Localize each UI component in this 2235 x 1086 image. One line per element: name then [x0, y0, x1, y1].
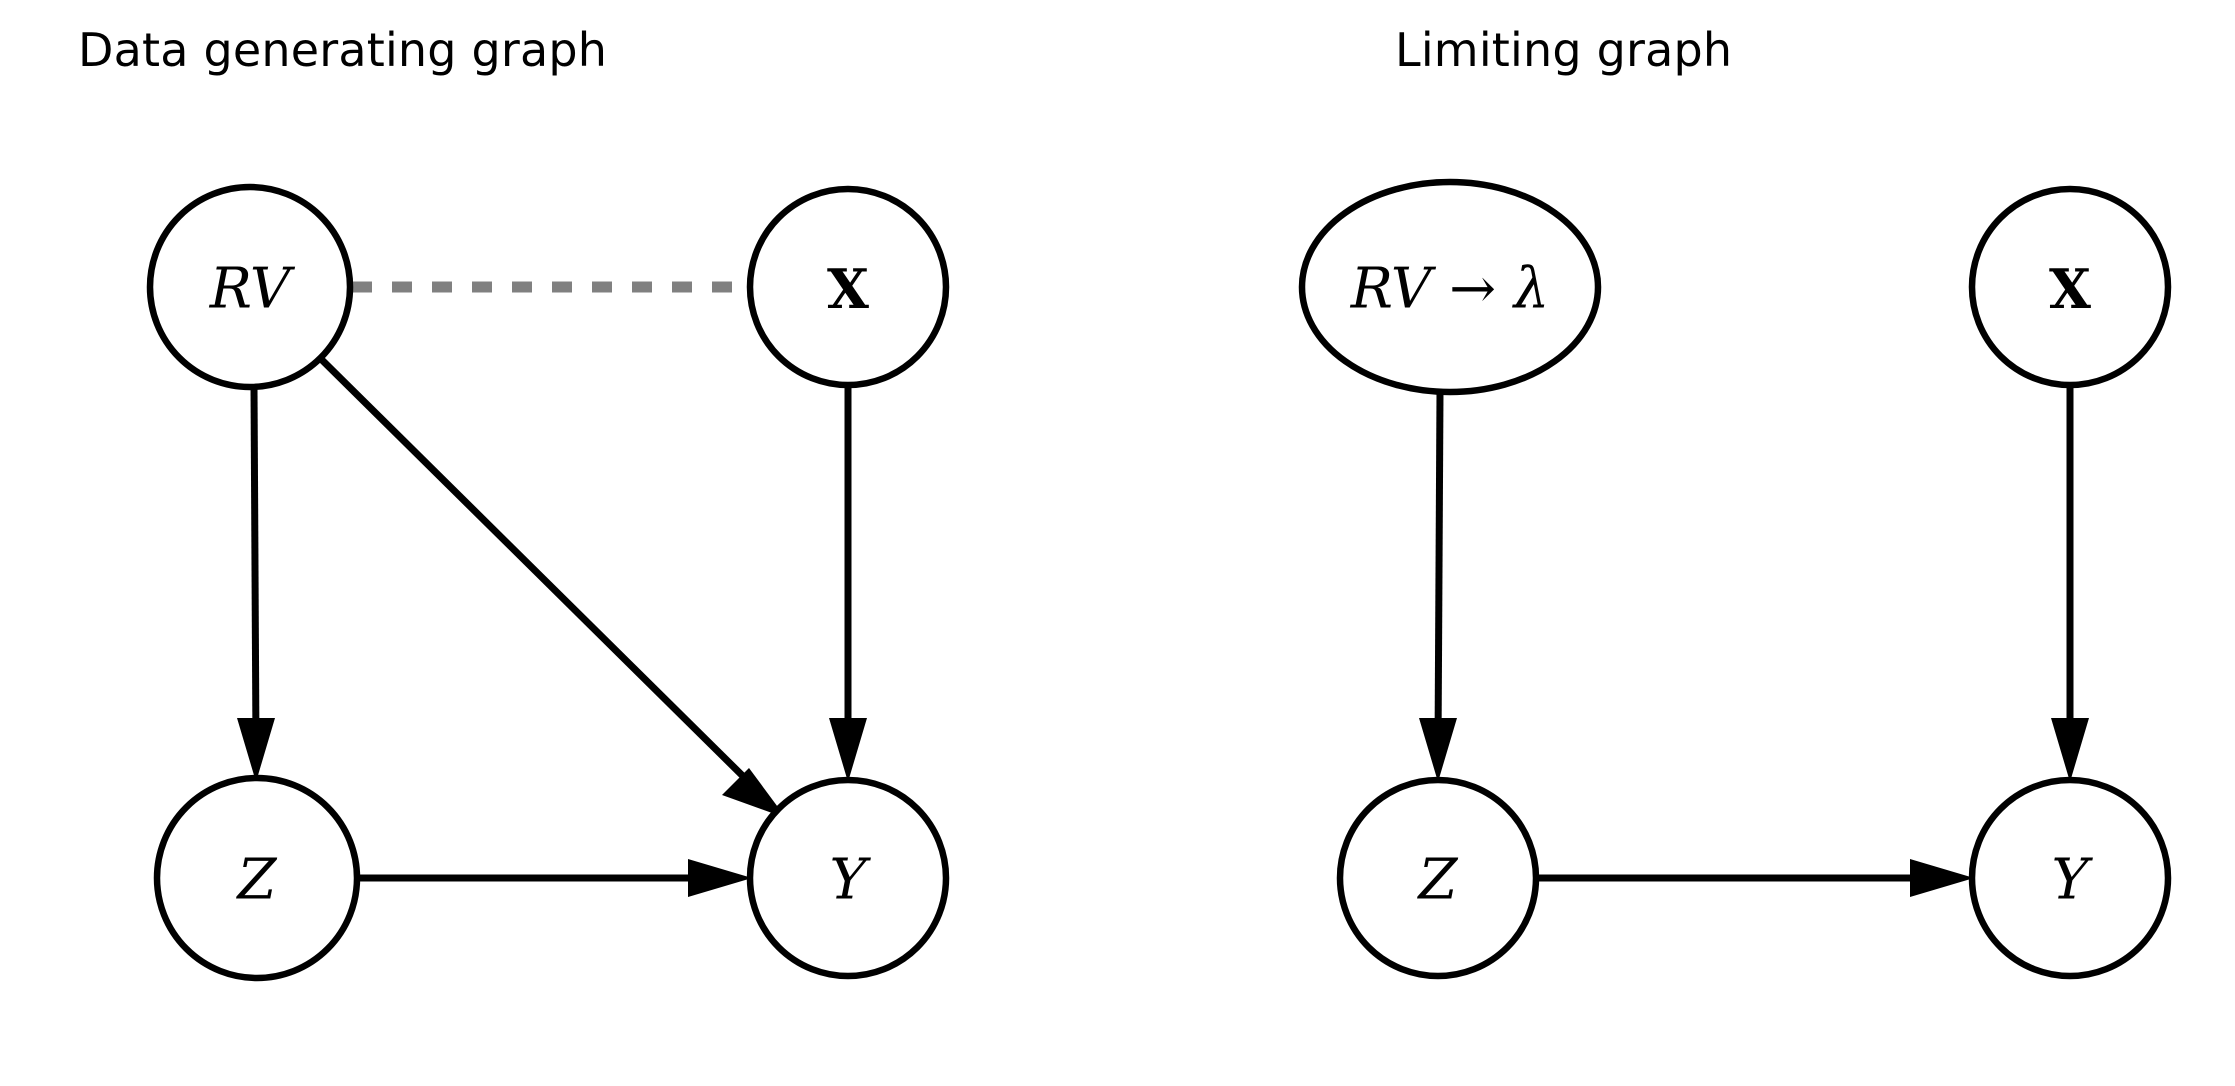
node-y-right-label: Y [2052, 848, 2094, 913]
node-x[interactable]: X [746, 185, 950, 389]
node-y-label: Y [830, 848, 872, 913]
arrowhead-x-to-y-right [2051, 718, 2089, 782]
node-z-right-label: Z [1417, 848, 1459, 913]
node-rv-lambda-ellipse[interactable] [1298, 178, 1602, 396]
arrowhead-x-to-y [829, 718, 867, 782]
node-z[interactable]: Z [153, 774, 361, 982]
node-rv[interactable]: RV [146, 183, 354, 391]
edge-z-to-y [357, 859, 752, 897]
arrowhead-z-to-y [688, 859, 752, 897]
node-z-right-circle[interactable] [1336, 776, 1540, 980]
node-rv-label: RV [209, 257, 296, 322]
arrowhead-rvlambda-to-z [1419, 718, 1457, 782]
edge-rv-to-z [237, 386, 275, 782]
arrowhead-rv-to-y [722, 768, 786, 818]
edge-x-to-y-right [2051, 385, 2089, 782]
right-panel-title: Limiting graph [1395, 23, 1732, 77]
node-rv-lambda[interactable]: RV → λ [1298, 178, 1602, 396]
node-x-right-circle[interactable] [1968, 185, 2172, 389]
edge-rv-to-y [319, 357, 786, 818]
node-x-label: X [827, 257, 869, 321]
panel-limiting-graph: RV → λ X Z Y [1298, 178, 2172, 980]
node-y-circle[interactable] [746, 776, 950, 980]
arrowhead-z-to-y-right [1910, 859, 1974, 897]
node-x-right[interactable]: X [1968, 185, 2172, 389]
edge-rvlambda-to-z [1419, 391, 1457, 782]
node-z-circle[interactable] [153, 774, 361, 982]
node-y-right[interactable]: Y [1968, 776, 2172, 980]
arrowhead-rv-to-z [237, 718, 275, 782]
edge-x-to-y [829, 385, 867, 782]
node-rv-circle[interactable] [146, 183, 354, 391]
edge-z-to-y-right [1536, 859, 1974, 897]
panel-data-generating-graph: RV X Z Y [146, 183, 950, 982]
node-x-right-label: X [2049, 257, 2091, 321]
node-rv-lambda-label: RV → λ [1350, 257, 1550, 322]
node-y-right-circle[interactable] [1968, 776, 2172, 980]
node-y[interactable]: Y [746, 776, 950, 980]
node-z-right[interactable]: Z [1336, 776, 1540, 980]
left-panel-title: Data generating graph [78, 23, 607, 77]
node-x-circle[interactable] [746, 185, 950, 389]
node-z-label: Z [236, 848, 278, 913]
